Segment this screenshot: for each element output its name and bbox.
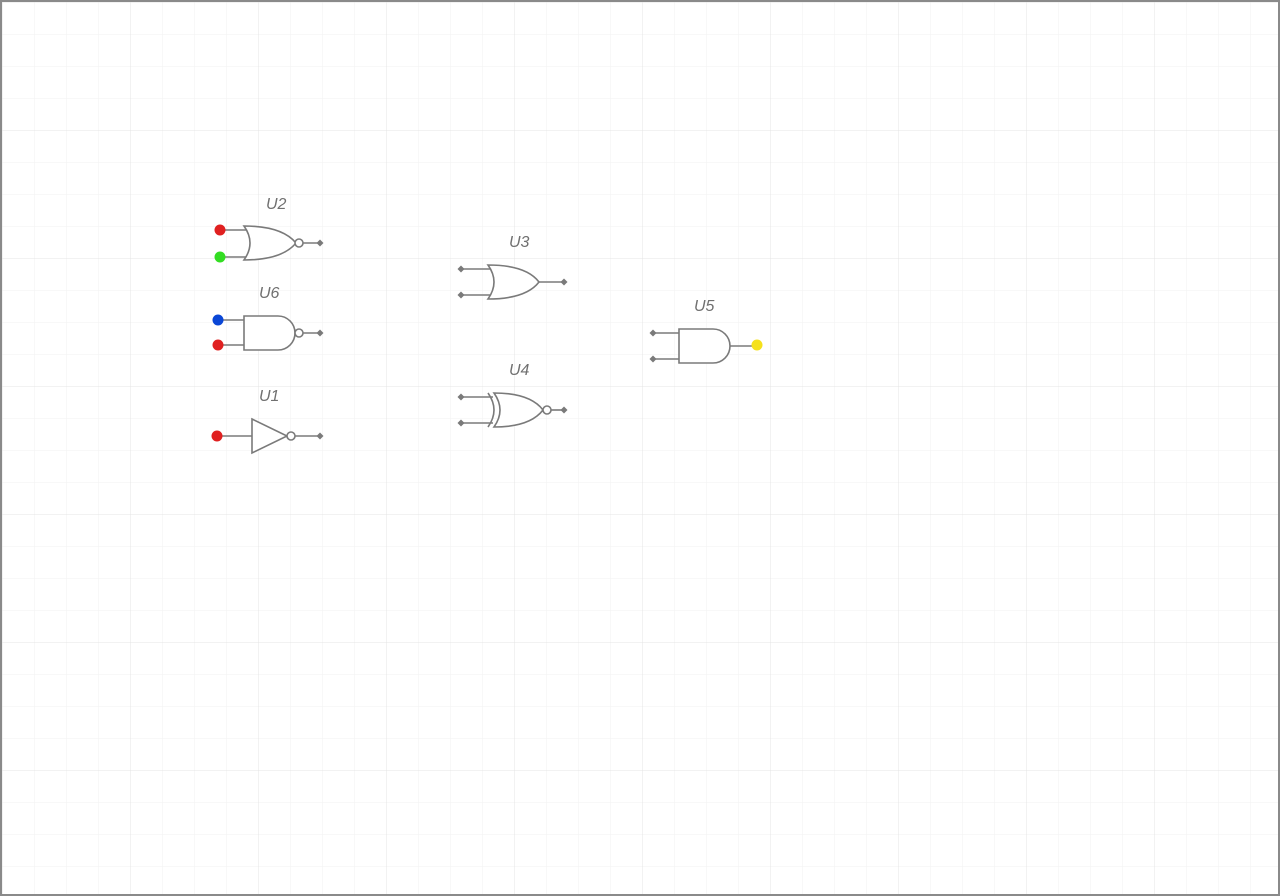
input-pin-u3-a[interactable] xyxy=(457,265,465,273)
input-pin-u5-b[interactable] xyxy=(649,355,657,363)
nand-gate-body xyxy=(243,315,296,351)
and-gate-body xyxy=(678,328,731,364)
input-pin-u5-a[interactable] xyxy=(649,329,657,337)
gate-label-u1: U1 xyxy=(259,388,279,405)
input-pin-u6-a-blue[interactable] xyxy=(212,314,224,326)
gate-label-u3: U3 xyxy=(509,234,530,251)
inversion-bubble xyxy=(542,405,552,415)
gate-u4-xnor[interactable]: U4 xyxy=(457,362,568,428)
not-gate-body xyxy=(251,417,289,455)
inversion-bubble xyxy=(294,238,304,248)
input-pin-u3-b[interactable] xyxy=(457,291,465,299)
gate-label-u5: U5 xyxy=(694,298,715,315)
input-pin-u4-a[interactable] xyxy=(457,393,465,401)
nor-gate-body xyxy=(242,225,298,261)
output-pin-u5-yellow[interactable] xyxy=(751,339,763,351)
output-pin-u1[interactable] xyxy=(316,432,324,440)
inversion-bubble xyxy=(286,431,296,441)
output-pin-u6[interactable] xyxy=(316,329,324,337)
gate-label-u4: U4 xyxy=(509,362,530,379)
xnor-gate-body xyxy=(492,392,545,428)
gate-u3-or[interactable]: U3 xyxy=(457,234,568,300)
gate-u1-not[interactable]: U1 xyxy=(211,388,324,455)
gate-label-u6: U6 xyxy=(259,285,280,302)
input-pin-u4-b[interactable] xyxy=(457,419,465,427)
input-pin-u6-b-red[interactable] xyxy=(212,339,224,351)
input-pin-u1-red[interactable] xyxy=(211,430,223,442)
xor-input-curve xyxy=(487,392,495,428)
input-pin-u2-b-green[interactable] xyxy=(214,251,226,263)
output-pin-u2[interactable] xyxy=(316,239,324,247)
or-gate-body xyxy=(486,264,541,300)
gate-label-u2: U2 xyxy=(266,196,287,213)
gate-u6-nand[interactable]: U6 xyxy=(212,285,324,351)
input-pin-u2-a-red[interactable] xyxy=(214,224,226,236)
inversion-bubble xyxy=(294,328,304,338)
output-pin-u3[interactable] xyxy=(560,278,568,286)
gate-u5-and[interactable]: U5 xyxy=(649,298,763,364)
output-pin-u4[interactable] xyxy=(560,406,568,414)
gate-u2-nor[interactable]: U2 xyxy=(214,196,324,263)
